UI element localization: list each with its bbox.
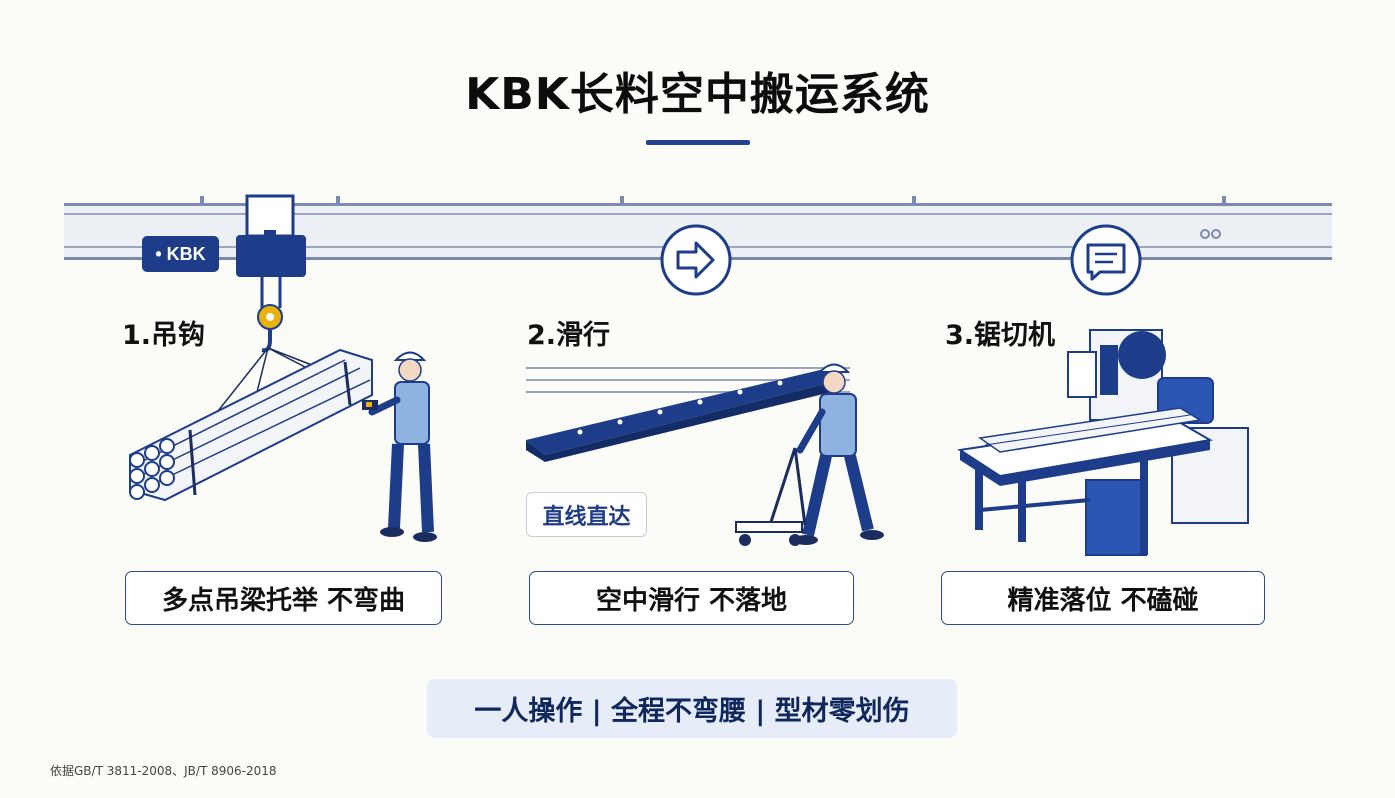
saw-machine bbox=[957, 329, 1249, 556]
step-1-caption: 多点吊梁托举 不弯曲 bbox=[125, 571, 442, 625]
standards-footnote: 依据GB/T 3811-2008、JB/T 8906-2018 bbox=[50, 764, 277, 778]
bar-bundle bbox=[129, 348, 373, 502]
document-icon bbox=[1070, 224, 1142, 296]
step-2-caption: 空中滑行 不落地 bbox=[529, 571, 854, 625]
summary-banner: 一人操作 | 全程不弯腰 | 型材零划伤 bbox=[427, 679, 957, 738]
step-2-title: 2.滑行 bbox=[527, 320, 611, 351]
trolley-hook bbox=[194, 194, 351, 441]
step-1-title: 1.吊钩 bbox=[122, 320, 206, 351]
direct-route-badge: 直线直达 bbox=[526, 492, 647, 537]
worker-cart bbox=[735, 363, 884, 546]
arrow-right-icon bbox=[660, 224, 732, 296]
worker-operator bbox=[362, 351, 437, 542]
page-title: KBK长料空中搬运系统 bbox=[465, 69, 930, 120]
step-3-title: 3.锯切机 bbox=[945, 320, 1056, 351]
step-3-caption: 精准落位 不磕碰 bbox=[941, 571, 1265, 625]
sliding-beam bbox=[526, 367, 850, 462]
kbk-rail-label: • KBK bbox=[142, 236, 219, 272]
title-underline bbox=[646, 140, 750, 145]
